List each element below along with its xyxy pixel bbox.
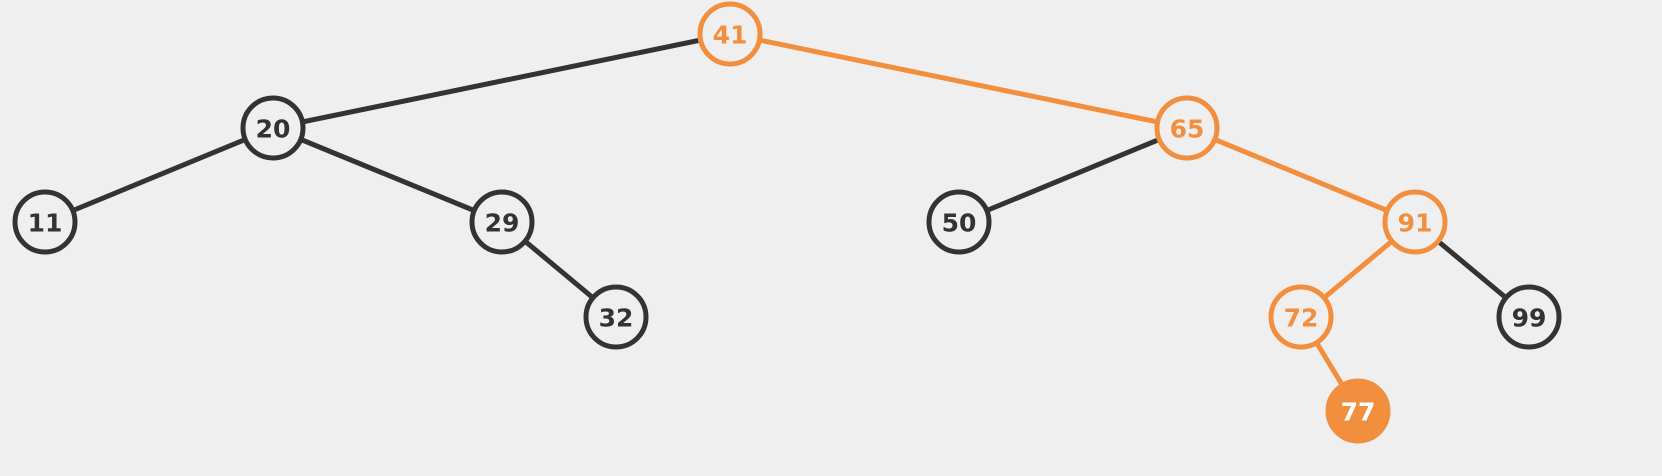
node-circle	[469, 189, 535, 255]
edge-20-11	[42, 125, 276, 225]
tree-node-41: 41	[697, 1, 763, 67]
node-label: 50	[942, 209, 977, 238]
nodes-layer: 41 20 65 11 29 32 50 91 72 99 77	[12, 1, 1562, 444]
tree-node-20: 20	[240, 95, 306, 161]
node-circle	[1268, 284, 1334, 350]
tree-node-29: 29	[469, 189, 535, 255]
node-circle	[1496, 284, 1562, 350]
node-label: 29	[485, 209, 520, 238]
edge-20-29	[270, 125, 505, 225]
node-circle	[926, 189, 992, 255]
edge-41-20	[270, 31, 733, 131]
edge-65-91	[1184, 125, 1418, 225]
node-circle	[1325, 378, 1391, 444]
edge-65-50	[956, 125, 1190, 225]
node-circle	[240, 95, 306, 161]
node-label: 11	[28, 209, 63, 238]
node-circle	[697, 1, 763, 67]
tree-node-72: 72	[1268, 284, 1334, 350]
tree-node-99: 99	[1496, 284, 1562, 350]
node-circle	[1382, 189, 1448, 255]
edge-41-65	[727, 31, 1190, 131]
node-label: 32	[599, 304, 634, 333]
node-label: 65	[1170, 115, 1205, 144]
node-label: 41	[713, 21, 748, 50]
node-label: 72	[1284, 304, 1319, 333]
node-label: 77	[1341, 398, 1376, 427]
tree-node-65: 65	[1154, 95, 1220, 161]
node-circle	[12, 189, 78, 255]
tree-node-50: 50	[926, 189, 992, 255]
edges-layer	[42, 31, 1532, 414]
node-label: 99	[1512, 304, 1547, 333]
node-label: 91	[1398, 209, 1433, 238]
node-circle	[1154, 95, 1220, 161]
tree-node-11: 11	[12, 189, 78, 255]
tree-node-91: 91	[1382, 189, 1448, 255]
node-label: 20	[256, 115, 291, 144]
tree-node-77: 77	[1325, 378, 1391, 444]
tree-node-32: 32	[583, 284, 649, 350]
node-circle	[583, 284, 649, 350]
